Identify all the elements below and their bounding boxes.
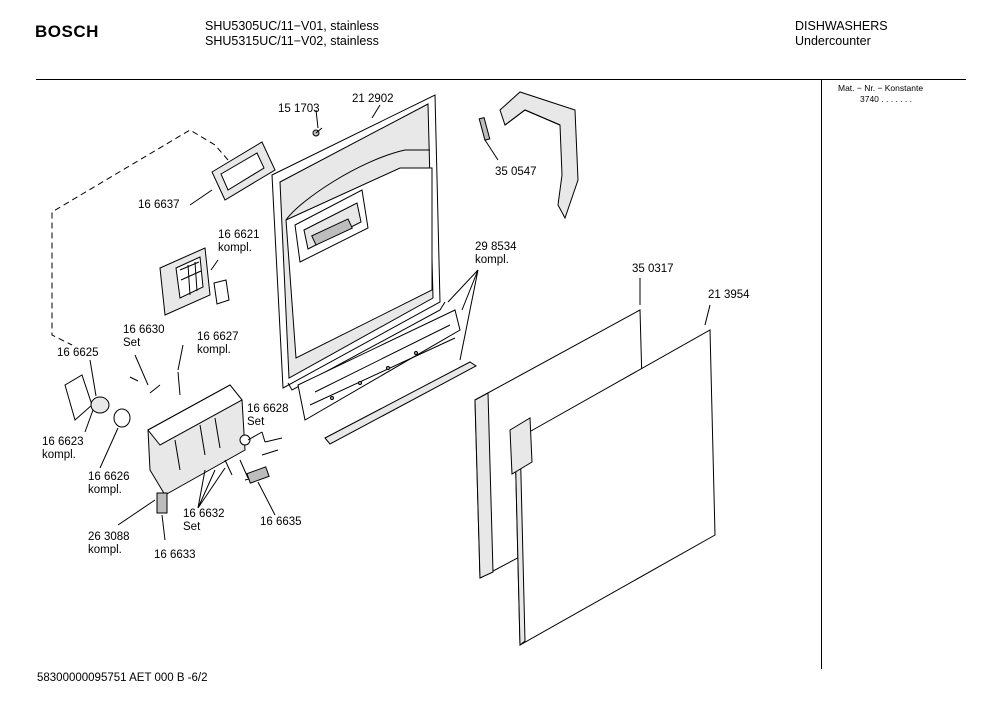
part-qualifier-label: Set — [123, 337, 141, 349]
category-block: DISHWASHERS Undercounter — [795, 19, 888, 49]
model-list: SHU5305UC/11−V01, stainless SHU5315UC/11… — [205, 19, 379, 49]
part-qualifier-label: Set — [247, 416, 265, 428]
category-title: DISHWASHERS — [795, 19, 888, 33]
part-qualifier-label: kompl. — [218, 242, 252, 254]
part-number-label: 26 3088 — [88, 531, 130, 543]
bracket-part — [478, 91, 579, 220]
material-number-value: 3740 . . . . . . . — [860, 94, 912, 104]
part-number-label: 29 8534 — [475, 241, 517, 253]
part-number-label: 35 0547 — [495, 166, 537, 178]
inner-door-panel-part — [271, 94, 446, 391]
handle-frame-part — [211, 141, 276, 201]
screw-part — [312, 127, 323, 137]
part-qualifier-label: kompl. — [42, 449, 76, 461]
brand-logo: BOSCH — [35, 22, 99, 41]
leader-lines — [84, 104, 711, 541]
part-qualifier-label: kompl. — [88, 544, 122, 556]
part-number-label: 16 6621 — [218, 229, 260, 241]
part-qualifier-label: kompl. — [88, 484, 122, 496]
document-code: 58300000095751 AET 000 B -6/2 — [37, 672, 208, 684]
assembly-dashed-outline — [51, 129, 229, 346]
part-number-label: 16 6625 — [57, 347, 99, 359]
part-number-label: 16 6630 — [123, 324, 165, 336]
part-number-label: 21 2902 — [352, 93, 394, 105]
part-qualifier-label: Set — [183, 521, 201, 533]
material-number-label: Mat. − Nr. − Konstante — [838, 83, 924, 93]
header-divider — [36, 79, 966, 80]
part-qualifier-label: kompl. — [475, 254, 509, 266]
part-number-label: 16 6635 — [260, 516, 302, 528]
control-panel-part — [159, 247, 230, 316]
part-number-label: 35 0317 — [632, 263, 674, 275]
material-number-box: Mat. − Nr. − Konstante 3740 . . . . . . … — [838, 83, 923, 105]
model-line: SHU5315UC/11−V02, stainless — [205, 34, 379, 48]
part-number-label: 16 6632 — [183, 508, 225, 520]
part-number-label: 15 1703 — [278, 103, 320, 115]
control-housing-part — [64, 371, 283, 514]
side-divider — [821, 79, 822, 669]
part-qualifier-label: kompl. — [197, 344, 231, 356]
door-front-panel-part — [509, 329, 716, 647]
model-line: SHU5305UC/11−V01, stainless — [205, 19, 379, 33]
category-subtitle: Undercounter — [795, 34, 871, 48]
part-number-label: 16 6626 — [88, 471, 130, 483]
part-number-label: 16 6627 — [197, 331, 239, 343]
bottom-strip-part — [297, 309, 477, 445]
part-number-label: 16 6628 — [247, 403, 289, 415]
part-number-label: 21 3954 — [708, 289, 750, 301]
part-number-label: 16 6637 — [138, 199, 180, 211]
part-number-label: 16 6633 — [154, 549, 196, 561]
part-number-label: 16 6623 — [42, 436, 84, 448]
